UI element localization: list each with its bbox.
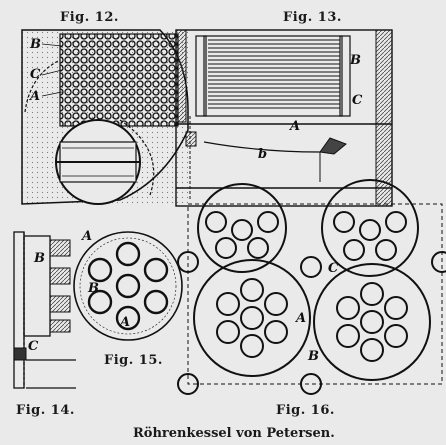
- fig16-tube-layout: C A B: [177, 179, 446, 395]
- fig15-letter-b: B: [87, 281, 99, 296]
- figure-caption: Röhrenkessel von Petersen.: [133, 426, 335, 441]
- fig15-letter-a: A: [118, 315, 130, 330]
- fig15-tube-cluster: B A: [73, 231, 183, 341]
- fig12-letter-a: A: [28, 89, 40, 104]
- fig13-label: Fig. 13.: [283, 10, 342, 25]
- fig14-letter-a: A: [80, 229, 92, 244]
- fig14-letter-b: B: [33, 251, 45, 266]
- fig16-letter-c: C: [328, 261, 339, 276]
- fig15-label: Fig. 15.: [104, 353, 163, 368]
- fig12-label: Fig. 12.: [60, 10, 119, 25]
- fig13-letter-a: A: [288, 119, 300, 134]
- fig14-label: Fig. 14.: [16, 403, 75, 418]
- fig12-boiler-end-view: B C A: [21, 29, 189, 205]
- fig12-letter-b: B: [29, 37, 41, 52]
- fig12-letter-c: C: [30, 67, 41, 82]
- fig13-letter-b: B: [349, 53, 361, 68]
- fig13-letter-small-b: b: [258, 147, 267, 162]
- fig13-boiler-side-section: B C A b: [175, 29, 393, 207]
- fig14-letter-c: C: [28, 339, 39, 354]
- fig14-tube-row-section: A B C: [13, 229, 92, 389]
- fig16-letter-b: B: [307, 349, 319, 364]
- fig13-letter-c: C: [352, 93, 363, 108]
- fig16-letter-a: A: [294, 311, 306, 326]
- fig16-label: Fig. 16.: [276, 403, 335, 418]
